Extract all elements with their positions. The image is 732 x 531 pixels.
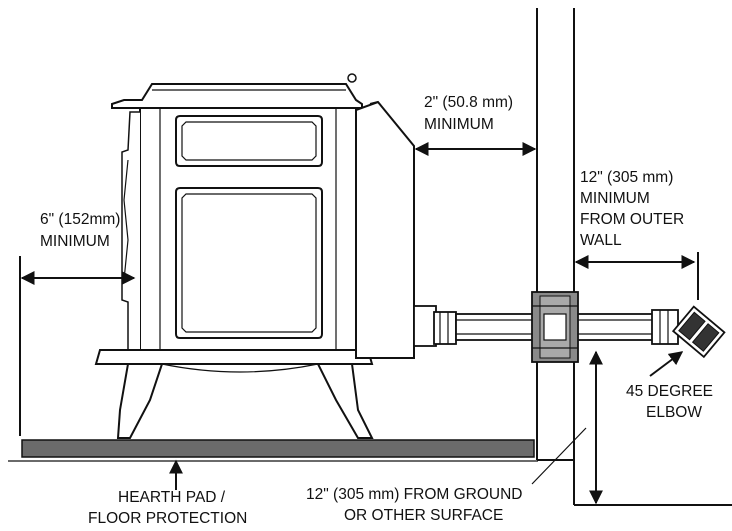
- side-clearance-label-1: 6" (152mm): [40, 211, 120, 228]
- side-clearance-dimension: [19, 256, 136, 436]
- top-knob: [347, 73, 357, 83]
- stove-door-panel: [175, 187, 323, 339]
- vent-pipe: [413, 291, 726, 363]
- hearth-label-2: FLOOR PROTECTION: [88, 510, 247, 527]
- hearth-pad: [21, 439, 535, 458]
- outer-wall-label-2: MINIMUM: [580, 190, 650, 207]
- wall: [536, 8, 732, 506]
- stove-left-leg: [116, 363, 164, 439]
- elbow-label-1: 45 DEGREE: [626, 383, 713, 400]
- ground-clearance-label-1: 12" (305 mm) FROM GROUND: [306, 486, 523, 503]
- pipe-coupler-stove: [433, 311, 457, 345]
- hearth-label-1: HEARTH PAD /: [118, 489, 226, 506]
- rear-clearance-label-1: 2" (50.8 mm): [424, 94, 513, 111]
- side-clearance-label-2: MINIMUM: [40, 233, 110, 250]
- pipe-coupler-elbow: [651, 309, 679, 345]
- rear-clearance-label-2: MINIMUM: [424, 116, 494, 133]
- outer-wall-label-4: WALL: [580, 232, 622, 249]
- ground-clearance-label-2: OR OTHER SURFACE: [344, 507, 503, 524]
- elbow-45: [671, 305, 726, 359]
- rear-shield: [355, 100, 415, 359]
- stove-left-side: [121, 111, 141, 357]
- outer-wall-label-3: FROM OUTER: [580, 211, 684, 228]
- stove-top: [111, 83, 363, 109]
- ground-clearance-dimension: [531, 350, 603, 505]
- stove: [94, 73, 415, 439]
- stove-upper-panel: [175, 115, 323, 167]
- outer-wall-label-1: 12" (305 mm): [580, 169, 673, 186]
- stove-right-leg: [316, 363, 374, 439]
- outer-wall-dimension: [574, 252, 699, 300]
- stove-base: [94, 349, 374, 365]
- elbow-callout-arrow: [649, 351, 684, 377]
- elbow-label-2: ELBOW: [646, 404, 702, 421]
